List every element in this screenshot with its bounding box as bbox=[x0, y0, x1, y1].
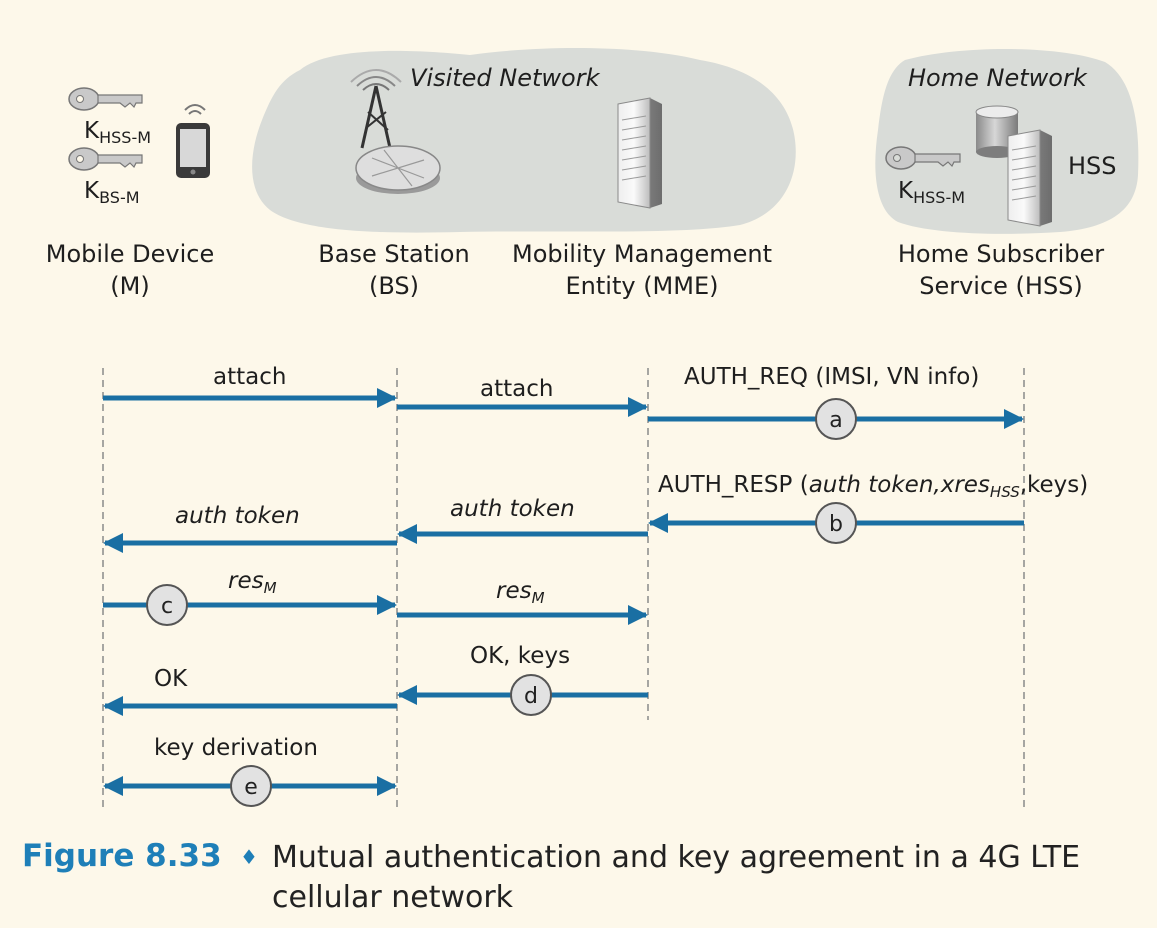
key-label-hss: KHSS-M bbox=[898, 178, 966, 207]
step-c-label: c bbox=[161, 594, 173, 619]
step-b-label: b bbox=[829, 512, 843, 537]
step-d-circle bbox=[510, 674, 552, 716]
msg-key-derivation: key derivation bbox=[154, 735, 318, 761]
msg-attach-2: attach bbox=[480, 376, 554, 402]
hss-tag-label: HSS bbox=[1068, 152, 1117, 180]
entity-base-station: Base Station(BS) bbox=[318, 240, 470, 300]
caption-separator: ♦ bbox=[240, 845, 258, 869]
step-e-label: e bbox=[244, 775, 258, 800]
step-d-label: d bbox=[524, 684, 538, 709]
hss-server-icon bbox=[1007, 129, 1052, 227]
home-network-label: Home Network bbox=[908, 64, 1087, 92]
msg-auth-token-mme-bs: auth token bbox=[450, 496, 575, 522]
msg-auth-resp: AUTH_RESP (auth token,xresHSS,keys) bbox=[658, 472, 1089, 501]
key-icon-bs-m bbox=[68, 147, 143, 171]
key-label-bs-m: KBS-M bbox=[84, 178, 140, 207]
msg-attach-1: attach bbox=[213, 364, 287, 390]
key-label-hss-m: KHSS-M bbox=[84, 118, 152, 147]
step-b-circle bbox=[815, 502, 857, 544]
step-c-circle bbox=[146, 584, 188, 626]
figure-number: Figure 8.33 bbox=[22, 838, 222, 874]
msg-res-m-1: resM bbox=[228, 568, 277, 597]
msg-auth-req: AUTH_REQ (IMSI, VN info) bbox=[684, 364, 980, 390]
msg-ok: OK bbox=[154, 666, 188, 692]
step-a-label: a bbox=[829, 408, 842, 433]
phone-icon bbox=[176, 104, 210, 178]
figure-caption: Mutual authentication and key agreement … bbox=[272, 840, 1081, 915]
base-station-icon bbox=[350, 69, 441, 194]
key-icon-hss bbox=[885, 146, 961, 170]
msg-ok-keys: OK, keys bbox=[470, 643, 571, 669]
visited-network-label: Visited Network bbox=[410, 64, 600, 92]
entity-mobile: Mobile Device(M) bbox=[45, 240, 215, 300]
msg-res-m-2: resM bbox=[496, 578, 545, 607]
key-icon-hss-m bbox=[68, 87, 143, 111]
step-e-circle bbox=[230, 765, 272, 807]
msg-auth-token-bs-m: auth token bbox=[175, 503, 300, 529]
mme-server-icon bbox=[617, 97, 662, 209]
step-a-circle bbox=[815, 398, 857, 440]
